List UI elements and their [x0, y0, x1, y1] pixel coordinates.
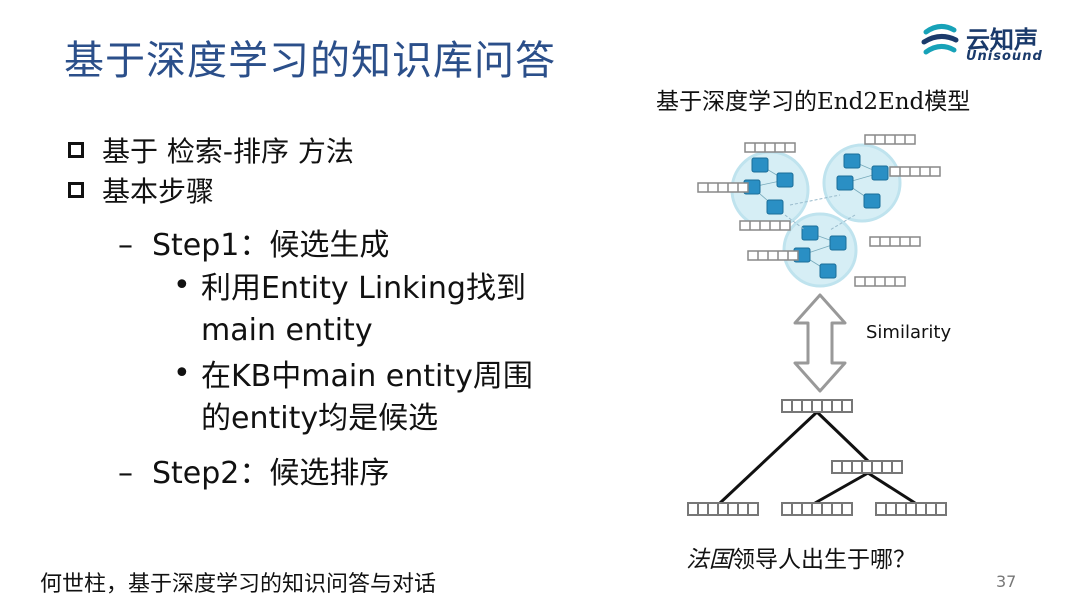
dot-bullet-icon: • — [173, 268, 191, 303]
logo-chinese-text: 云知声 — [966, 26, 1038, 54]
end2end-model-diagram — [687, 134, 947, 516]
dash-bullet-icon: – — [118, 228, 133, 263]
footer-citation: 何世柱，基于深度学习的知识问答与对话 — [40, 572, 437, 597]
question-tree — [687, 399, 947, 516]
unisound-logo: 云知声 Unisound — [920, 20, 1070, 66]
bullet-line: 在KB中main entity周围 — [201, 359, 533, 394]
kb-subgraph-bottom — [782, 212, 858, 288]
model-title: 基于深度学习的End2End模型 — [656, 89, 971, 115]
bullet-basic-steps: 基本步骤 — [68, 170, 608, 210]
square-bullet-icon — [68, 142, 84, 158]
dash-bullet-icon: – — [118, 456, 133, 491]
page-number: 37 — [996, 572, 1017, 591]
bullet-line: 的entity均是候选 — [201, 401, 439, 436]
slide-title: 基于深度学习的知识库问答 — [64, 38, 556, 84]
sub-bullet-step1: –Step1：候选生成 — [118, 220, 608, 264]
sub-bullet-step2: –Step2：候选排序 — [118, 448, 608, 492]
square-bullet-icon — [68, 182, 84, 198]
logo-english-text: Unisound — [966, 49, 1043, 64]
sub-sub-bullet-entity-linking: • 利用Entity Linking找到 main entity — [173, 268, 608, 352]
example-question: 法国领导人出生于哪？ — [686, 540, 916, 574]
bullet-text: 基于 检索-排序 方法 — [102, 135, 354, 168]
bullet-text: 基本步骤 — [102, 175, 215, 208]
kb-subgraph-right — [822, 143, 902, 223]
bullet-text-block: 在KB中main entity周围 的entity均是候选 — [201, 356, 533, 440]
similarity-arrow-icon — [793, 293, 847, 393]
bullet-list: 基于 检索-排序 方法 基本步骤 –Step1：候选生成 • 利用Entity … — [68, 130, 608, 492]
sub-sub-bullet-kb-candidates: • 在KB中main entity周围 的entity均是候选 — [173, 356, 608, 440]
bullet-line: main entity — [201, 313, 373, 348]
dot-bullet-icon: • — [173, 356, 191, 391]
similarity-label: Similarity — [866, 322, 952, 343]
bullet-text-block: 利用Entity Linking找到 main entity — [201, 268, 526, 352]
unisound-logo-mark-icon — [921, 24, 959, 55]
bullet-retrieval-ranking: 基于 检索-排序 方法 — [68, 130, 608, 170]
step2-text: Step2：候选排序 — [152, 456, 390, 491]
step1-text: Step1：候选生成 — [152, 228, 390, 263]
question-rest: 领导人出生于哪？ — [732, 547, 916, 573]
question-entity: 法国 — [686, 547, 732, 573]
bullet-line: 利用Entity Linking找到 — [201, 271, 526, 306]
